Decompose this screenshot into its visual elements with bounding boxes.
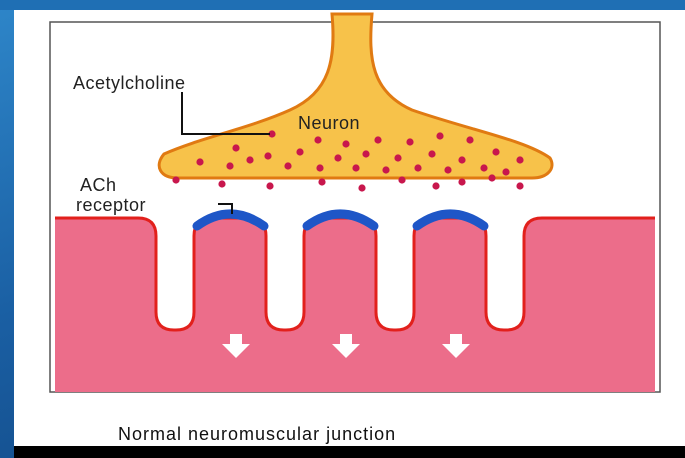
slide-bottom-band — [14, 446, 685, 458]
acetylcholine-label: Acetylcholine — [73, 74, 186, 92]
neuron-label: Neuron — [298, 114, 360, 132]
diagram-caption: Normal neuromuscular junction — [118, 424, 396, 445]
receptor-label: receptor — [76, 196, 146, 214]
muscle-fiber — [55, 218, 655, 392]
ach-label: ACh — [80, 176, 117, 194]
